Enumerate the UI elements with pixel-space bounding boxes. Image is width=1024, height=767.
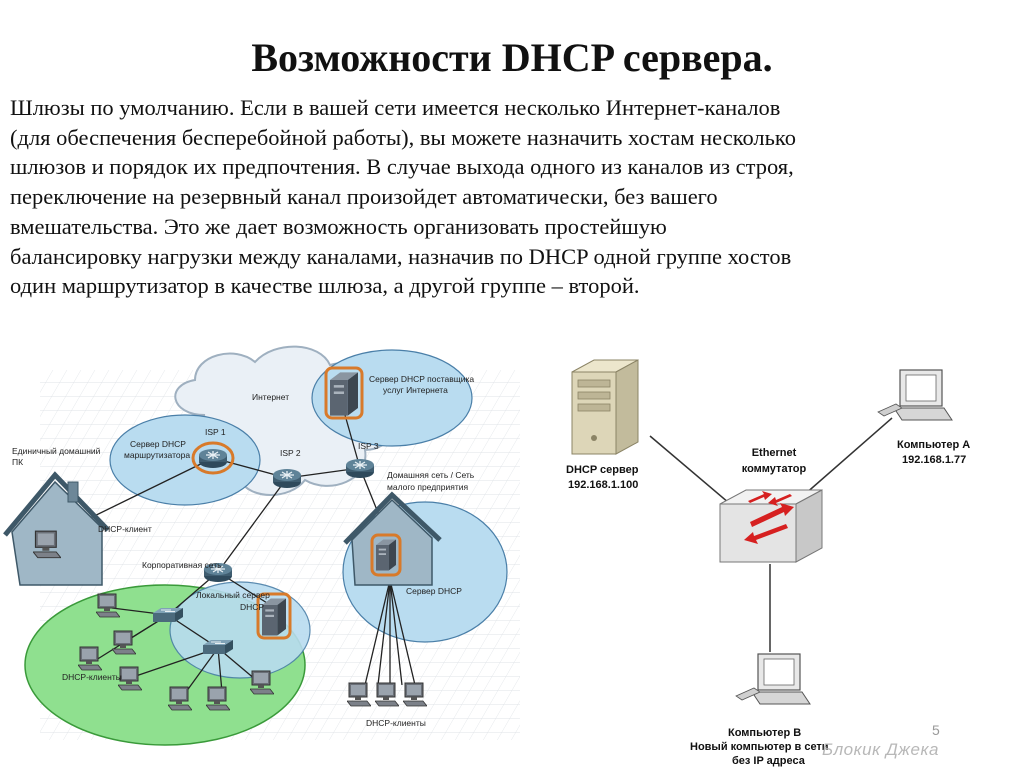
paragraph-line: Шлюзы по умолчанию. Если в вашей сети им… bbox=[10, 95, 781, 120]
ethernet-switch-icon bbox=[719, 489, 823, 563]
left-network-diagram: Интернет Сервер DHCP поставщика услуг Ин… bbox=[3, 345, 520, 746]
router-dhcp-label: Сервер DHCP bbox=[130, 439, 186, 449]
isp1-router-icon bbox=[198, 448, 228, 469]
dhcp-client-pc-icon bbox=[78, 646, 102, 671]
local-server-label: DHCP bbox=[240, 602, 264, 612]
local-server-label: Локальный сервер bbox=[196, 590, 270, 600]
home-house-icon bbox=[3, 471, 110, 586]
computer-b-label: Компьютер В bbox=[728, 727, 801, 739]
dhcp-client-label: DHCP-клиент bbox=[98, 524, 152, 534]
slide-number: 5 bbox=[932, 722, 940, 738]
switch-label: коммутатор bbox=[742, 463, 807, 475]
corporate-net-label: Корпоративная сеть bbox=[142, 560, 222, 570]
isp3-router-icon bbox=[345, 458, 375, 479]
dhcp-server-ip: 192.168.1.100 bbox=[568, 479, 638, 491]
home-pc-label: Единичный домашний bbox=[12, 446, 101, 456]
home-pc-icon bbox=[33, 530, 61, 559]
local-dhcp-server-icon bbox=[262, 598, 286, 636]
dhcp-server-icon bbox=[571, 359, 639, 455]
paragraph-line: шлюзов и порядок их предпочтения. В случ… bbox=[10, 154, 794, 180]
isp1-label: ISP 1 bbox=[205, 427, 226, 437]
isp2-label: ISP 2 bbox=[280, 448, 301, 458]
server-highlight bbox=[370, 533, 402, 577]
router-dhcp-zone bbox=[109, 414, 261, 506]
dhcp-client-pc-icon bbox=[347, 682, 371, 707]
router-highlight bbox=[191, 441, 235, 475]
isp2-router-icon bbox=[272, 468, 302, 489]
dhcp-clients-label: DHCP-клиенты bbox=[366, 718, 426, 728]
small-office-label: Домашняя сеть / Сеть bbox=[387, 470, 475, 480]
server-highlight bbox=[256, 592, 292, 640]
small-office-label: малого предприятия bbox=[387, 482, 469, 492]
isp3-label: ISP 3 bbox=[358, 441, 379, 451]
watermark-text: Блокик Джека bbox=[822, 740, 939, 759]
switch-arrows-icon bbox=[744, 491, 794, 544]
office-dhcp-router-icon bbox=[376, 539, 396, 571]
computer-b-label: Новый компьютер в сети bbox=[690, 741, 829, 753]
dhcp-client-pc-icon bbox=[96, 593, 120, 618]
computer-b-icon bbox=[735, 653, 811, 705]
isp-dhcp-server-icon bbox=[330, 372, 358, 416]
paragraph-line: переключение на резервный канал произойд… bbox=[10, 184, 718, 210]
computer-a-icon bbox=[877, 369, 953, 421]
computer-a-ip: 192.168.1.77 bbox=[902, 454, 966, 466]
router-dhcp-label: маршрутизатора bbox=[124, 450, 190, 460]
dhcp-clients-label: DHCP-клиенты bbox=[62, 672, 122, 682]
paragraph-line: балансировку нагрузки между каналами, на… bbox=[10, 243, 792, 269]
home-pc-label: ПК bbox=[12, 457, 23, 467]
server-highlight bbox=[324, 366, 364, 420]
slide-title: Возможности DHCP сервера. bbox=[251, 35, 773, 80]
computer-b-label: без IP адреса bbox=[732, 755, 806, 767]
internet-label: Интернет bbox=[252, 392, 289, 402]
dhcp-client-pc-icon bbox=[375, 682, 399, 707]
paragraph-line: один маршрутизатор в качестве шлюза, а д… bbox=[10, 273, 640, 299]
switch-label: Ethernet bbox=[752, 447, 797, 459]
dhcp-client-pc-icon bbox=[206, 686, 230, 711]
paragraph-line: вмешательства. Это же дает возможность о… bbox=[10, 213, 667, 239]
paragraph-line: (для обеспечения бесперебойной работы), … bbox=[10, 124, 796, 150]
computer-a-label: Компьютер А bbox=[897, 439, 970, 451]
dhcp-server-label: DHCP сервер bbox=[566, 464, 639, 476]
slide-paragraph: Шлюзы по умолчанию. Если в вашей сети им… bbox=[10, 93, 1010, 301]
isp-server-label: услуг Интернета bbox=[383, 385, 448, 395]
dhcp-client-pc-icon bbox=[250, 670, 274, 695]
dhcp-client-pc-icon bbox=[168, 686, 192, 711]
right-network-diagram: DHCP сервер 192.168.1.100 Ethernet комму… bbox=[566, 359, 970, 767]
dhcp-client-pc-icon bbox=[112, 630, 136, 655]
dhcp-client-pc-icon bbox=[403, 682, 427, 707]
isp-server-label: Сервер DHCP поставщика bbox=[369, 374, 474, 384]
server-dhcp-label: Сервер DHCP bbox=[406, 586, 462, 596]
